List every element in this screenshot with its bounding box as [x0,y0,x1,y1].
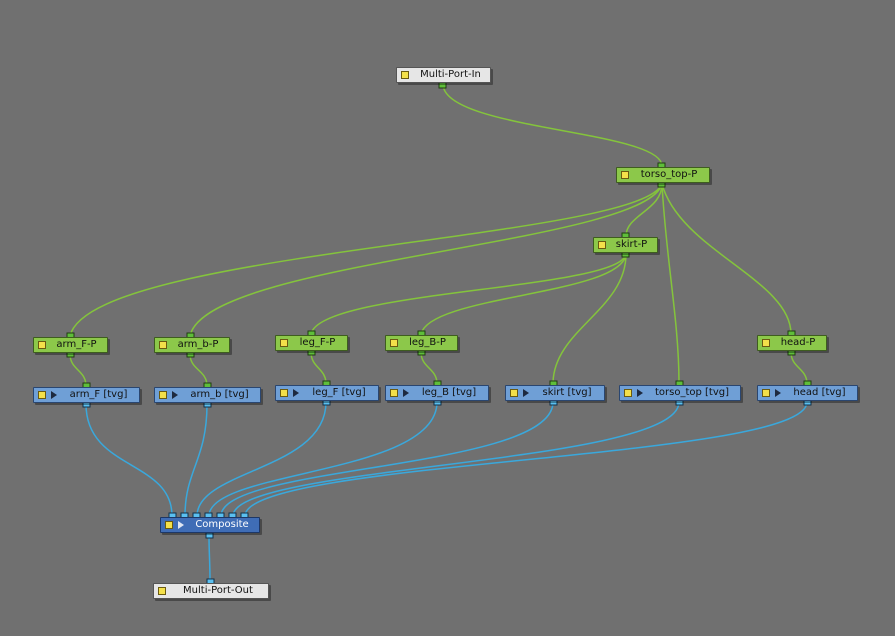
wire-skirt-to-composite [220,401,554,517]
wire-legb-to-composite [208,401,438,517]
enable-toggle-icon[interactable] [762,389,770,397]
arm-f-drawing-node[interactable]: arm_F [tvg] [33,387,140,403]
play-arrow-icon[interactable] [178,521,184,529]
play-arrow-icon[interactable] [51,391,57,399]
enable-toggle-icon[interactable] [38,341,46,349]
wire-torso-to-composite [232,401,680,517]
enable-toggle-icon[interactable] [158,587,166,595]
wire-torso-to-armb [189,183,663,337]
node-label: leg_F-P [299,337,336,348]
node-label: arm_F [tvg] [69,389,128,400]
play-arrow-icon[interactable] [637,389,643,397]
wire-torso-to-head [661,183,792,335]
enable-toggle-icon[interactable] [38,391,46,399]
play-arrow-icon[interactable] [172,391,178,399]
multi-port-in-node[interactable]: Multi-Port-In [396,67,491,83]
node-label: arm_b-P [177,339,219,350]
enable-toggle-icon[interactable] [598,241,606,249]
node-label: arm_F-P [56,339,97,350]
multi-port-out-node[interactable]: Multi-Port-Out [153,583,269,599]
wire-armf-to-composite [85,403,173,517]
skirt-drawing-node[interactable]: skirt [tvg] [505,385,605,401]
wire-legbp-to-legb [420,351,438,385]
play-arrow-icon[interactable] [293,389,299,397]
wire-composite-to-out [208,533,211,583]
enable-toggle-icon[interactable] [401,71,409,79]
node-label: Multi-Port-In [420,69,481,80]
wire-torso-to-skirt [625,183,663,237]
enable-toggle-icon[interactable] [621,171,629,179]
wire-skirt-to-legb [420,253,627,335]
enable-toggle-icon[interactable] [390,389,398,397]
node-label: arm_b [tvg] [190,389,249,400]
wire-skirt-to-legf [310,253,627,335]
wire-legf-to-composite [196,401,327,517]
wire-in-to-torso [442,83,663,167]
enable-toggle-icon[interactable] [159,341,167,349]
wire-skirt-to-skirtdraw [552,253,627,385]
skirt-peg-node[interactable]: skirt-P [593,237,658,253]
node-label: skirt [tvg] [542,387,592,398]
enable-toggle-icon[interactable] [624,389,632,397]
node-label: leg_B-P [409,337,446,348]
play-arrow-icon[interactable] [523,389,529,397]
enable-toggle-icon[interactable] [762,339,770,347]
leg-b-drawing-node[interactable]: leg_B [tvg] [385,385,489,401]
node-label: Composite [195,519,249,530]
enable-toggle-icon[interactable] [510,389,518,397]
enable-toggle-icon[interactable] [165,521,173,529]
arm-b-peg-node[interactable]: arm_b-P [154,337,230,353]
node-label: leg_B [tvg] [421,387,477,398]
wire-armb-to-composite [184,403,208,517]
node-label: torso_top [tvg] [654,387,730,398]
play-arrow-icon[interactable] [775,389,781,397]
leg-f-drawing-node[interactable]: leg_F [tvg] [275,385,379,401]
node-label: Multi-Port-Out [183,585,253,596]
wire-armfp-to-armf [69,353,87,387]
node-label: torso_top-P [640,169,698,180]
wire-head-to-composite [244,401,808,517]
leg-b-peg-node[interactable]: leg_B-P [385,335,458,351]
composite-node[interactable]: Composite [160,517,260,533]
head-drawing-node[interactable]: head [tvg] [757,385,858,401]
head-peg-node[interactable]: head-P [757,335,827,351]
arm-b-drawing-node[interactable]: arm_b [tvg] [154,387,261,403]
enable-toggle-icon[interactable] [159,391,167,399]
enable-toggle-icon[interactable] [390,339,398,347]
arm-f-peg-node[interactable]: arm_F-P [33,337,108,353]
wire-armbp-to-armb [189,353,208,387]
node-label: head [tvg] [793,387,846,398]
node-label: leg_F [tvg] [312,387,366,398]
torso-top-peg-node[interactable]: torso_top-P [616,167,710,183]
wire-headp-to-head [790,351,808,385]
wire-torso-to-torsodraw [661,183,680,385]
enable-toggle-icon[interactable] [280,339,288,347]
torso-top-drawing-node[interactable]: torso_top [tvg] [619,385,741,401]
port-composite-out [205,532,214,539]
leg-f-peg-node[interactable]: leg_F-P [275,335,348,351]
node-label: head-P [780,337,816,348]
node-label: skirt-P [615,239,648,250]
play-arrow-icon[interactable] [403,389,409,397]
wire-torso-to-armf [69,183,663,337]
enable-toggle-icon[interactable] [280,389,288,397]
wire-legfp-to-legf [310,351,327,385]
